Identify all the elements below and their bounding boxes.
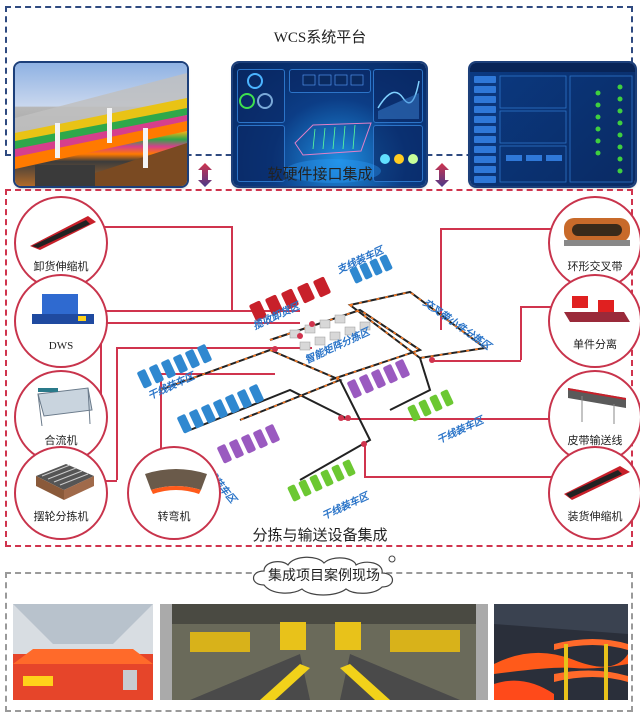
- equipment-label: 环形交叉带: [567, 261, 623, 273]
- equipment-curve-conveyor: 转弯机: [127, 446, 221, 540]
- equipment-label: 合流机: [44, 435, 78, 447]
- cad-3d-screen: [15, 63, 187, 186]
- belt-conveyor-icon: [568, 388, 626, 424]
- bidirectional-arrow-icon-left: [198, 163, 212, 187]
- telescopic-loader-icon: [564, 466, 630, 500]
- equipment-label: 卸货伸缩机: [33, 261, 89, 273]
- cases-title: 集成项目案例现场: [268, 569, 380, 584]
- singulator-icon: [564, 296, 630, 322]
- case-photo-1: [13, 604, 153, 700]
- cloud-icon: [252, 555, 396, 596]
- cad-3d-model-icon: [15, 73, 187, 186]
- equipment-label: 皮带输送线: [567, 435, 623, 447]
- swivel-wheel-sorter-icon: [36, 464, 94, 500]
- equipment-label: 摆轮分拣机: [33, 511, 89, 523]
- merge-conveyor-icon: [37, 387, 93, 426]
- equipment-telescopic-loader: 装货伸缩机: [548, 446, 640, 540]
- dashboard-chart-icon: [239, 73, 420, 183]
- dws-scanner-icon: [32, 294, 94, 324]
- dashboard-screen: [233, 63, 426, 186]
- equipment-section: [5, 189, 633, 547]
- telescopic-unloader-icon: [30, 216, 96, 250]
- warehouse-photo-spiral-icon: [494, 604, 628, 700]
- equipment-label: DWS: [48, 340, 74, 352]
- wcs-title: WCS系统平台: [273, 30, 367, 46]
- warehouse-photo-orange-icon: [13, 604, 153, 700]
- case-photo-2: [160, 604, 488, 700]
- case-photo-3: [494, 604, 628, 700]
- curve-conveyor-icon: [145, 469, 207, 494]
- control-panel-screen-icon: [470, 63, 635, 183]
- operations-screen: [470, 63, 635, 186]
- equipment-title: 分拣与输送设备集成: [252, 528, 388, 544]
- loop-cross-belt-icon: [564, 218, 630, 246]
- equipment-label: 装货伸缩机: [567, 511, 623, 523]
- equipment-swivel-wheel-sorter: 摆轮分拣机: [14, 446, 108, 540]
- equipment-label: 单件分离: [573, 339, 617, 351]
- equipment-singulator: 单件分离: [548, 274, 640, 368]
- equipment-label: 转弯机: [157, 511, 191, 523]
- bidirectional-arrow-icon-right: [435, 163, 449, 187]
- warehouse-photo-yellow-icon: [160, 604, 488, 700]
- interface-title: 软硬件接口集成: [267, 167, 373, 183]
- equipment-dws: DWS: [14, 274, 108, 368]
- sorting-layout-diagram: [137, 254, 488, 502]
